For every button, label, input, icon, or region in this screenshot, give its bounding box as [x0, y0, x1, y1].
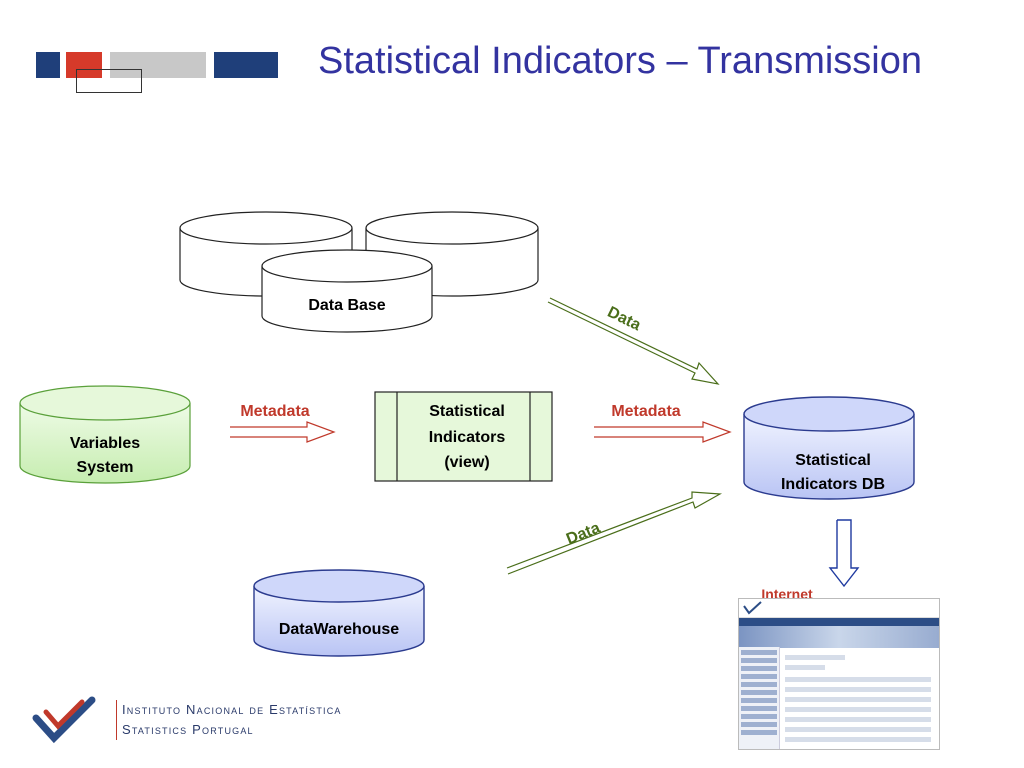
logo-text-line2: Statistics Portugal	[122, 722, 254, 737]
screenshot-sidebar	[739, 647, 780, 749]
screenshot-row	[785, 717, 931, 722]
internet-arrow-down	[828, 519, 860, 588]
title-bar-navy	[36, 52, 60, 78]
data-arrow-top	[547, 297, 720, 385]
variables-system-label-line2: System	[77, 459, 134, 476]
view-label-line1: Statistical	[429, 403, 505, 420]
statistical-indicators-db-cylinder	[743, 396, 915, 500]
database-cylinder-front	[261, 249, 433, 333]
statistical-indicators-view-box	[374, 391, 553, 482]
view-label-line3: (view)	[444, 454, 489, 471]
title-bar-navy-right	[214, 52, 278, 78]
datawarehouse-cylinder	[253, 569, 425, 657]
metadata-arrow-left	[230, 421, 336, 443]
variables-system-label-line1: Variables	[70, 435, 140, 452]
screenshot-nav	[739, 618, 939, 626]
screenshot-row	[785, 665, 825, 670]
metadata-arrow-right	[594, 421, 732, 443]
datawarehouse-label: DataWarehouse	[279, 621, 399, 638]
data-base-label: Data Base	[308, 297, 385, 314]
screenshot-row	[785, 707, 931, 712]
screenshot-row	[785, 737, 931, 742]
title-bar-red	[66, 52, 102, 78]
title-bar-gray	[110, 52, 206, 78]
ine-logo-icon	[32, 696, 96, 744]
screenshot-row	[785, 677, 931, 682]
screenshot-logo-icon	[743, 601, 762, 615]
metadata-label-left: Metadata	[240, 403, 309, 420]
view-label-line2: Indicators	[429, 429, 506, 446]
screenshot-header	[739, 599, 939, 618]
website-screenshot-thumbnail	[738, 598, 940, 750]
screenshot-row	[785, 727, 931, 732]
data-arrow-bottom	[506, 491, 723, 575]
screenshot-row	[785, 687, 931, 692]
data-label-bottom: Data	[564, 519, 603, 548]
slide-title: Statistical Indicators – Transmission	[318, 40, 923, 82]
variables-system-cylinder	[19, 385, 191, 484]
logo-text-line1: Instituto Nacional de Estatística	[122, 702, 342, 717]
ine-logo: Instituto Nacional de Estatística Statis…	[26, 692, 390, 748]
screenshot-row	[785, 655, 845, 660]
db-label-line2: Indicators DB	[781, 476, 885, 493]
title-bar-outline	[76, 69, 142, 93]
metadata-label-right: Metadata	[611, 403, 680, 420]
logo-separator	[116, 700, 117, 740]
db-label-line1: Statistical	[795, 452, 871, 469]
data-label-top: Data	[605, 304, 644, 335]
screenshot-row	[785, 697, 931, 702]
screenshot-banner	[739, 626, 939, 648]
